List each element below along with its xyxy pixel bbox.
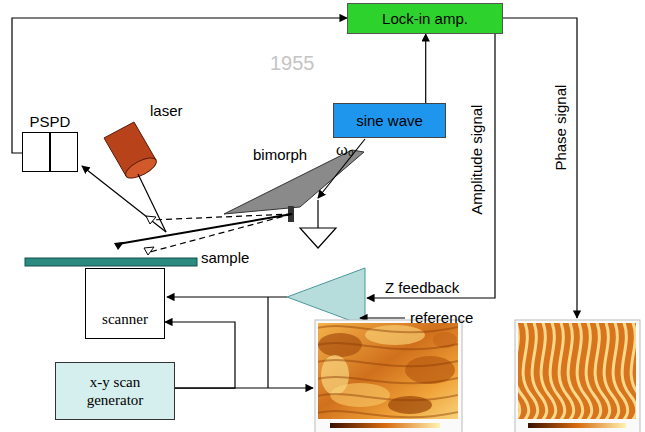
watermark: 1955 [270,52,315,75]
topography-image [310,320,470,432]
photodetector: PSPD [22,113,78,173]
laser-body [104,122,159,182]
image-stripe [318,358,458,366]
image-stripe [318,392,458,400]
box-label: Lock-in amp. [382,10,468,27]
ground-symbol [300,200,336,248]
image-stripe [318,375,458,383]
detector-cell [22,132,78,172]
signal-label: Z feedback [385,279,459,296]
signal-connector [425,34,426,103]
z-branch-wire [267,297,268,388]
image-stripe [318,341,458,349]
signal-label: Amplitude signal [468,105,485,215]
feedback-amplifier [287,268,365,326]
part-label: sample [201,249,249,266]
part-label: laser [150,102,183,119]
laser-beam [138,174,166,232]
signal-connector [165,322,235,388]
amplitude-wire [367,34,495,298]
phase-wire [503,18,577,318]
scanner-box: scanner [85,268,165,339]
detector-label: PSPD [30,113,71,130]
scan-generator-box: x-y scan generator [55,362,175,420]
sample-slab [25,258,197,266]
image-blob [388,396,432,414]
image-stripe [631,323,636,419]
box-label: sine wave [356,112,423,129]
signal-label: ω₀ [336,141,354,158]
box-label: scanner [102,310,148,328]
sine-wave-generator: sine wave [333,103,446,138]
phase-image [505,318,645,432]
reflected-beam [82,166,166,232]
reference-wire [360,317,405,318]
z-wire [167,296,287,297]
box-label: x-y scan generator [64,373,166,409]
signal-label: Phase signal [552,85,569,171]
cantilever [114,214,292,255]
lock-in-amplifier: Lock-in amp. [347,3,503,34]
image-stripe [318,409,458,417]
part-label: bimorph [253,146,307,163]
image-blob [365,325,425,345]
signal-label: reference [410,309,473,326]
drive-wire [318,139,365,198]
